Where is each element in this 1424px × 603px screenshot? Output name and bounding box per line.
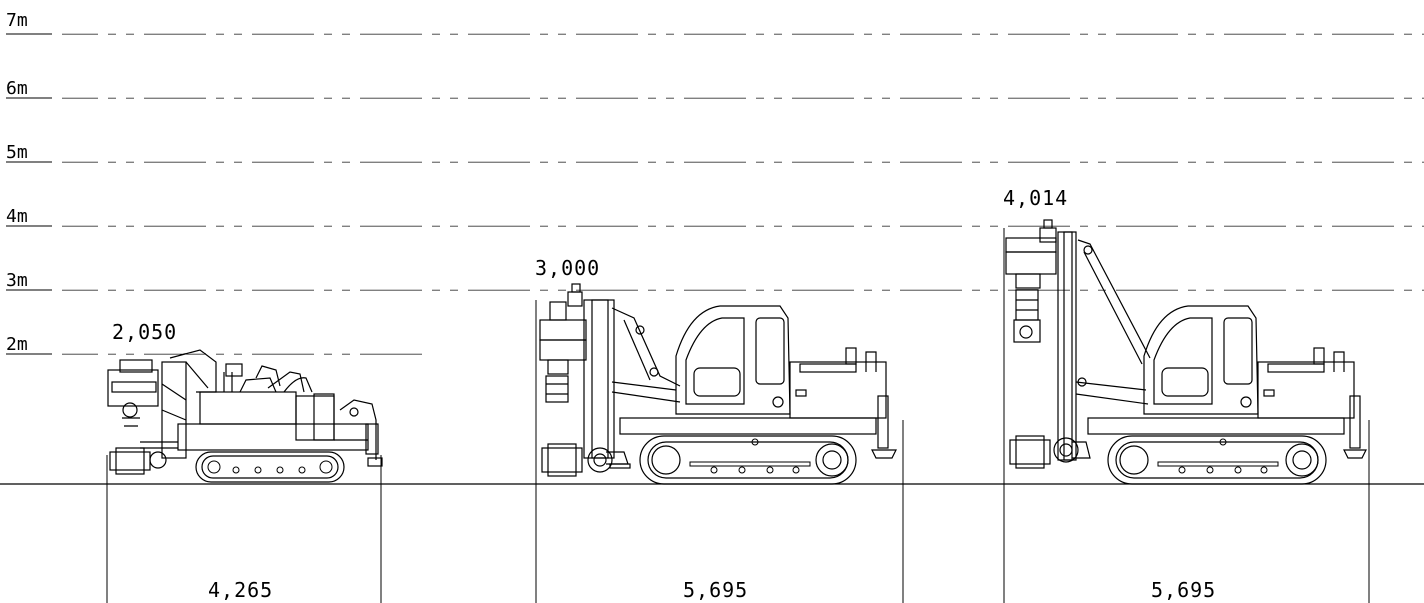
level-label-7m: 7m — [6, 10, 28, 31]
height-value-compact: 2,050 — [112, 320, 178, 344]
width-value-compact: 4,265 — [208, 578, 274, 602]
level-label-5m: 5m — [6, 142, 28, 163]
level-line-4m — [62, 225, 1424, 227]
level-line-3m — [62, 289, 1424, 291]
level-label-2m: 2m — [6, 334, 28, 355]
level-dashed-lines — [62, 33, 1424, 355]
level-label-3m: 3m — [6, 270, 28, 291]
level-line-5m — [62, 161, 1424, 163]
level-line-6m — [62, 97, 1424, 99]
level-line-7m — [62, 33, 1424, 35]
compact-rig-drawing — [107, 349, 383, 483]
medium-rig-drawing — [539, 283, 897, 485]
level-label-4m: 4m — [6, 206, 28, 227]
level-label-6m: 6m — [6, 78, 28, 99]
width-value-medium: 5,695 — [683, 578, 749, 602]
level-line-2m — [62, 353, 432, 355]
tall-rig-drawing — [1005, 219, 1367, 485]
level-underlines — [6, 33, 52, 355]
width-value-tall: 5,695 — [1151, 578, 1217, 602]
height-value-medium: 3,000 — [535, 256, 601, 280]
width-extension-lines — [106, 228, 1370, 603]
height-value-tall: 4,014 — [1003, 186, 1069, 210]
